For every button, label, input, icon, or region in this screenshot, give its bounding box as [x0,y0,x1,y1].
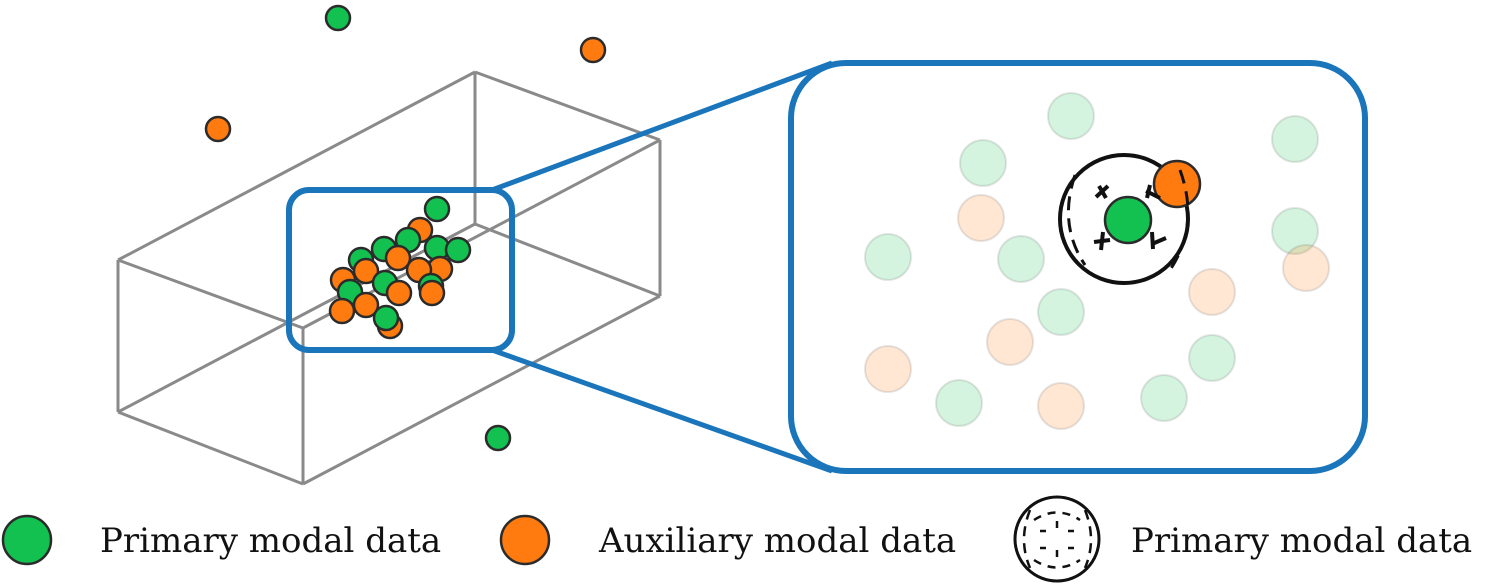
sphere-meridian-left [1066,174,1087,266]
primary-point [444,236,472,264]
box-edge [117,70,476,262]
box-edge [117,258,304,330]
outer-points [204,4,607,452]
sphere-meridian-right [1168,169,1190,271]
sphere-icon-arc [1022,509,1032,569]
primary-point [1140,374,1188,422]
primary-point [423,195,451,223]
sphere-tick [1097,184,1108,200]
primary-point [1188,334,1236,382]
zoom-connector-lines [491,60,833,474]
primary-point [372,304,400,332]
primary-point [1037,288,1085,336]
primary-point [1047,92,1095,140]
dashed-sphere-icon [1013,495,1101,583]
3d-box-wireframe [116,70,662,486]
auxiliary-point [1188,268,1236,316]
legend-label-sphere: Primary modal data [1131,521,1473,561]
primary-point [997,235,1045,283]
auxiliary-point [579,36,607,64]
primary-point [1271,115,1319,163]
box-edge [302,294,661,486]
connector-line [491,60,833,193]
box-edge [474,222,661,298]
auxiliary-point [957,194,1005,242]
auxiliary-point [864,345,912,393]
sphere-tick [1099,231,1105,251]
zoom-panel-frame [788,60,1368,474]
primary-point [864,233,912,281]
auxiliary-point [385,279,413,307]
auxiliary-point [204,115,232,143]
box-edge [117,410,304,486]
connector-line [491,347,833,474]
auxiliary-point [1282,244,1330,292]
primary-point [935,379,983,427]
box-edge [474,70,661,142]
auxiliary-point [328,297,356,325]
green-circle-icon [1,514,53,566]
sphere-tick [1150,231,1155,250]
primary-point [484,424,512,452]
zoom-panel-faded-points [864,92,1330,430]
legend-label-primary: Primary modal data [100,521,442,561]
sphere-icon-outline [1013,495,1101,583]
auxiliary-neighbor-point [1152,159,1202,209]
auxiliary-point [352,291,380,319]
point-cluster [328,195,472,340]
sphere-tick [1145,184,1152,199]
auxiliary-point [1037,382,1085,430]
highlighted-primary-sphere [1058,153,1202,285]
primary-point [959,139,1007,187]
primary-point [324,4,352,32]
zoom-source-frame [286,187,515,353]
auxiliary-point [418,279,446,307]
sphere-icon-arc [1083,509,1093,569]
orange-circle-icon [499,514,551,566]
primary-point [1271,207,1319,255]
sphere-icon-arc [1033,511,1081,522]
primary-center-point [1103,195,1153,245]
legend-label-auxiliary: Auxiliary modal data [599,521,957,561]
auxiliary-point [384,244,412,272]
sphere-icon-arc [1033,558,1081,569]
auxiliary-point [986,318,1034,366]
auxiliary-point [352,257,380,285]
legend-icons [1,495,1101,583]
box-edge [117,222,476,414]
